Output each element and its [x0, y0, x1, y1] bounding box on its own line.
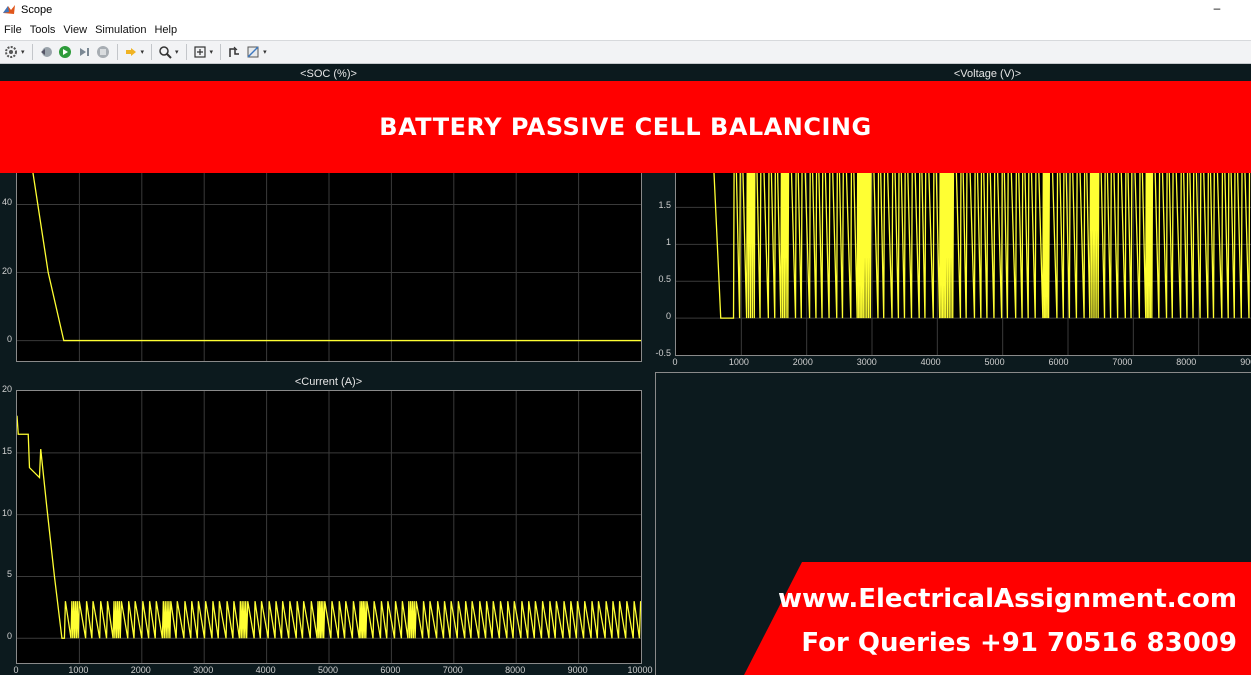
promo-queries: For Queries +91 70516 83009: [801, 628, 1237, 658]
triggers-icon[interactable]: [225, 43, 243, 61]
y-tick-label: 1: [665, 237, 671, 248]
promo-box: www.ElectricalAssignment.com For Queries…: [744, 562, 1251, 675]
y-tick-label: 40: [1, 197, 12, 208]
matlab-icon: [3, 5, 15, 14]
measurements-icon[interactable]: [244, 43, 262, 61]
title-bar: Scope –: [0, 0, 1251, 20]
x-tick-label: 2000: [130, 665, 151, 675]
zoom-dropdown[interactable]: ▾: [175, 49, 179, 56]
promo-website: www.ElectricalAssignment.com: [777, 584, 1237, 614]
y-tick-label: 15: [1, 445, 12, 456]
gear-icon[interactable]: [2, 43, 20, 61]
y-tick-label: 0: [6, 333, 12, 344]
toolbar-separator: [220, 44, 222, 60]
y-tick-label: -0.5: [655, 348, 671, 358]
y-tick-label: 0: [6, 631, 12, 642]
y-tick-label: 20: [1, 384, 12, 394]
x-tick-label: 1000: [728, 357, 749, 367]
x-tick-label: 9000: [1240, 357, 1251, 367]
toolbar-separator: [116, 44, 118, 60]
y-tick-label: 5: [6, 569, 12, 580]
x-tick-label: 9000: [567, 665, 588, 675]
toolbar-separator: [31, 44, 33, 60]
menu-tools[interactable]: Tools: [29, 24, 56, 36]
window-title: Scope: [21, 4, 53, 16]
toolbar: ▾ ▾ ▾ ▾: [0, 40, 1251, 64]
x-tick-label: 8000: [1176, 357, 1197, 367]
x-tick-label: 7000: [442, 665, 463, 675]
x-tick-label: 3000: [856, 357, 877, 367]
minimize-button[interactable]: –: [1213, 1, 1221, 15]
run-icon[interactable]: [56, 43, 74, 61]
x-tick-label: 10000: [627, 665, 653, 675]
measurements-dropdown[interactable]: ▾: [263, 49, 267, 56]
x-tick-label: 8000: [505, 665, 526, 675]
x-tick-label: 4000: [920, 357, 941, 367]
x-tick-label: 3000: [193, 665, 214, 675]
toolbar-separator: [151, 44, 153, 60]
promo-background: [744, 562, 1251, 675]
x-tick-label: 0: [672, 357, 678, 367]
series-line: [17, 415, 641, 639]
autoscale-dropdown[interactable]: ▾: [209, 49, 214, 56]
step-back-icon[interactable]: [37, 43, 55, 61]
x-tick-label: 5000: [984, 357, 1005, 367]
x-tick-label: 4000: [255, 665, 276, 675]
highlight-dropdown[interactable]: ▾: [140, 49, 145, 56]
menu-simulation[interactable]: Simulation: [95, 24, 147, 36]
x-tick-label: 7000: [1112, 357, 1133, 367]
gear-dropdown[interactable]: ▾: [21, 49, 25, 56]
voltage-axes-title: <Voltage (V)>: [953, 68, 1022, 80]
x-tick-label: 1000: [68, 665, 89, 675]
soc-axes-title: <SOC (%)>: [300, 68, 357, 80]
y-tick-label: 1.5: [658, 200, 671, 211]
menu-bar: File Tools View Simulation Help: [0, 20, 1251, 40]
y-tick-label: 10: [1, 507, 12, 518]
y-tick-label: 0: [665, 311, 671, 322]
step-forward-icon[interactable]: [75, 43, 93, 61]
y-tick-label: 0.5: [658, 274, 671, 285]
toolbar-separator: [185, 44, 187, 60]
series-line: [676, 82, 1251, 319]
current-plot[interactable]: [16, 390, 642, 664]
title-banner: BATTERY PASSIVE CELL BALANCING: [0, 81, 1251, 173]
x-tick-label: 6000: [380, 665, 401, 675]
current-axes-title: <Current (A)>: [294, 376, 363, 388]
menu-view[interactable]: View: [63, 24, 88, 36]
x-tick-label: 5000: [317, 665, 339, 675]
stop-icon[interactable]: [94, 43, 112, 61]
menu-file[interactable]: File: [4, 24, 22, 36]
menu-help[interactable]: Help: [154, 24, 178, 36]
x-tick-label: 6000: [1048, 357, 1069, 367]
zoom-icon[interactable]: [156, 43, 174, 61]
chart-svg: [17, 391, 641, 663]
autoscale-icon[interactable]: [191, 43, 209, 61]
highlight-icon[interactable]: [122, 43, 140, 61]
y-tick-label: 20: [1, 265, 12, 276]
x-tick-label: 0: [13, 665, 19, 675]
x-tick-label: 2000: [792, 357, 813, 367]
banner-text: BATTERY PASSIVE CELL BALANCING: [379, 113, 872, 141]
